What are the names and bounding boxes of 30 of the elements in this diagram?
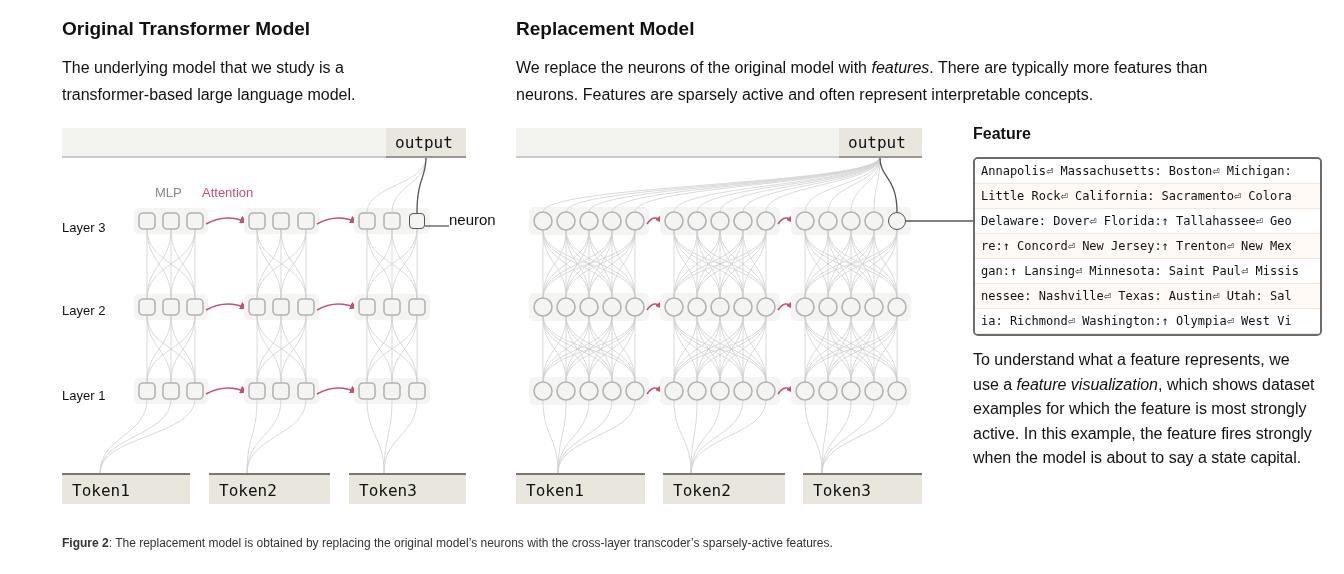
connector-line [879, 157, 898, 213]
description-text: To understand what a feature represents, we use a feature visualization, which shows dataset examples for which the feature is most strongly active. In this example, the feature fires strongly when the model is about to say a state capital. [973, 350, 1316, 468]
output-box: output [386, 128, 466, 158]
example-text-row: Little Rock⏎ California: Sacramento⏎ Colora [975, 184, 1320, 209]
attention-label: Attention [202, 185, 254, 200]
figure-caption: Figure 2: The replacement model is obtained by replacing the original model’s neurons with the cross-layer transcoder’s sparsely-active features. [62, 536, 834, 550]
token-box: Token1 [62, 473, 190, 504]
output-box: output [839, 128, 922, 158]
token-box: Token1 [516, 473, 645, 504]
connector-line [905, 220, 974, 222]
layer-label: Layer 2 [62, 303, 106, 318]
layer-label: Layer 1 [62, 388, 106, 403]
token-box: Token2 [209, 473, 330, 504]
neuron-label: neuron [449, 211, 509, 228]
example-text-row: re:↑ Concord⏎ New Jersey:↑ Trenton⏎ New Mex [975, 234, 1320, 259]
example-text-row: nessee: Nashville⏎ Texas: Austin⏎ Utah: Sal [975, 284, 1320, 309]
example-text-row: Annapolis⏎ Massachusetts: Boston⏎ Michigan: [975, 159, 1320, 184]
highlighted-neuron [409, 213, 425, 229]
token-box: Token2 [663, 473, 785, 504]
section-heading: Replacement Model [516, 18, 696, 40]
section-heading: Original Transformer Model [62, 18, 312, 40]
connector-line [416, 157, 427, 214]
token-box: Token3 [803, 473, 922, 504]
layer-label: Layer 3 [62, 220, 106, 235]
mlp-label: MLP [155, 185, 182, 200]
description-text: We replace the neurons of the original model with features. There are typically more features than neurons. Features are sparsely active and often represent interpretable concepts. [516, 58, 1209, 105]
leader-line [424, 225, 450, 227]
panel-heading: Feature [973, 125, 1031, 143]
token-box: Token3 [349, 473, 466, 504]
description-text: The underlying model that we study is a transformer-based large language model. [62, 58, 357, 105]
